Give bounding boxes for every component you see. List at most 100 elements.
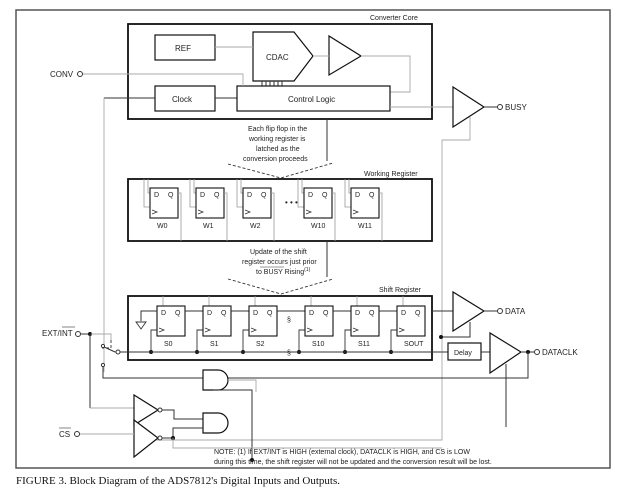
shift-flipflop-sout-box bbox=[396, 305, 426, 337]
clock-input-icon bbox=[197, 209, 205, 215]
clock-input-icon bbox=[352, 209, 360, 215]
clock-input-icon bbox=[151, 209, 159, 215]
cell-label: S2 bbox=[256, 341, 265, 348]
d-input-label: D bbox=[200, 192, 205, 199]
cell-label: S0 bbox=[164, 341, 173, 348]
control-logic-label: Control Logic bbox=[288, 95, 335, 104]
cell-label: S11 bbox=[358, 341, 370, 348]
cs-pin-label: CS bbox=[59, 430, 70, 439]
inverter-1-icon bbox=[133, 393, 160, 427]
conv-pin-label: CONV bbox=[50, 70, 74, 79]
shift-flipflop-s2: D Q S2 bbox=[248, 305, 278, 348]
comparator-icon bbox=[328, 34, 363, 77]
clock-input-icon bbox=[352, 327, 360, 333]
cdac-label: CDAC bbox=[266, 53, 289, 62]
ext-int-pin[interactable] bbox=[75, 331, 81, 337]
clock-input-icon bbox=[305, 209, 313, 215]
q-output-label: Q bbox=[267, 310, 273, 317]
q-output-label: Q bbox=[168, 192, 174, 199]
q-output-label: Q bbox=[322, 192, 328, 199]
d-input-label: D bbox=[309, 310, 314, 317]
q-output-label: Q bbox=[323, 310, 329, 317]
latch-text-3: latched as the bbox=[256, 146, 300, 153]
figure-caption: FIGURE 3. Block Diagram of the ADS7812's… bbox=[16, 475, 340, 487]
q-output-label: Q bbox=[175, 310, 181, 317]
cell-label: S1 bbox=[210, 341, 219, 348]
q-output-label: Q bbox=[369, 310, 375, 317]
shift-flipflop-s1: D Q S1 bbox=[202, 305, 232, 348]
clock-input-icon bbox=[250, 327, 258, 333]
ref-block bbox=[154, 34, 216, 61]
converter-core: Converter Core REF CDAC Clock Control Lo… bbox=[127, 15, 433, 120]
latch-text-2: working register is bbox=[248, 136, 306, 143]
cdac-block bbox=[252, 31, 314, 82]
dataclk-pin[interactable] bbox=[534, 349, 540, 355]
latch-text-1: Each flip flop in the bbox=[248, 126, 307, 133]
dataclk-pin-label: DATACLK bbox=[542, 348, 578, 357]
inverter-2-icon bbox=[133, 418, 159, 459]
working-flipflop-w11: D Q W11 bbox=[350, 187, 380, 230]
q-output-label: Q bbox=[415, 310, 421, 317]
q-output-label: Q bbox=[369, 192, 375, 199]
data-pin-label: DATA bbox=[505, 307, 526, 316]
svg-text:§: § bbox=[287, 317, 291, 324]
shift-flipflop-sout: D Q SOUT bbox=[396, 305, 426, 348]
conv-pin[interactable] bbox=[77, 71, 83, 77]
q-output-label: Q bbox=[221, 310, 227, 317]
data-pin[interactable] bbox=[497, 308, 503, 314]
working-flipflop-w1: D Q W1 bbox=[195, 187, 225, 230]
update-text-3: to BUSY Rising(1) bbox=[256, 267, 311, 276]
cell-label: W2 bbox=[250, 223, 261, 230]
working-register-box bbox=[127, 178, 433, 242]
busy-pin[interactable] bbox=[497, 104, 503, 110]
d-input-label: D bbox=[355, 310, 360, 317]
latch-text-4: conversion proceeds bbox=[243, 156, 308, 163]
update-annotation: Update of the shift register occurs just… bbox=[227, 241, 334, 295]
data-buffer-icon bbox=[452, 290, 486, 333]
q-output-label: Q bbox=[214, 192, 220, 199]
ext-int-pin-label: EXT/INT bbox=[42, 329, 73, 338]
update-text-2: register occurs just prior bbox=[242, 259, 317, 266]
ellipsis: • • • bbox=[285, 198, 298, 207]
d-input-label: D bbox=[207, 310, 212, 317]
cell-label: W1 bbox=[203, 223, 214, 230]
note-line-1: NOTE: (1) If EXT/INT is HIGH (external c… bbox=[214, 449, 470, 456]
clock-input-icon bbox=[204, 327, 212, 333]
cell-label: S10 bbox=[312, 341, 325, 348]
working-flipflop-w10: D Q W10 bbox=[303, 187, 333, 230]
and-gate-1-icon bbox=[202, 369, 229, 391]
d-input-label: D bbox=[401, 310, 406, 317]
shift-flipflop-s11: D Q S11 bbox=[350, 305, 380, 348]
delay-label: Delay bbox=[454, 350, 472, 357]
cell-label: W11 bbox=[358, 223, 372, 230]
shift-register-title: Shift Register bbox=[379, 287, 422, 294]
cs-pin[interactable] bbox=[74, 431, 80, 437]
converter-core-title: Converter Core bbox=[370, 15, 418, 22]
svg-text:§: § bbox=[287, 350, 291, 357]
clock-input-icon bbox=[244, 209, 252, 215]
d-input-label: D bbox=[308, 192, 313, 199]
busy-buffer-icon bbox=[452, 85, 486, 129]
busy-pin-label: BUSY bbox=[505, 103, 527, 112]
d-input-label: D bbox=[247, 192, 252, 199]
dataclk-buffer-icon bbox=[489, 331, 523, 375]
d-input-label: D bbox=[355, 192, 360, 199]
clock-input-icon bbox=[158, 327, 166, 333]
control-logic-block bbox=[236, 85, 391, 112]
ground-icon bbox=[135, 321, 147, 330]
d-input-label: D bbox=[154, 192, 159, 199]
clock-input-icon bbox=[306, 327, 314, 333]
shift-flipflop-s10: D Q S10 bbox=[304, 305, 334, 348]
clock-label: Clock bbox=[172, 95, 193, 104]
update-text-1: Update of the shift bbox=[250, 249, 307, 256]
cell-label: SOUT bbox=[404, 341, 424, 348]
note-line-2: during this time, the shift register wil… bbox=[214, 459, 492, 466]
and-gate-2-icon bbox=[202, 412, 229, 434]
clock-input-icon bbox=[398, 327, 406, 333]
d-input-label: D bbox=[253, 310, 258, 317]
cell-label: W10 bbox=[311, 223, 326, 230]
